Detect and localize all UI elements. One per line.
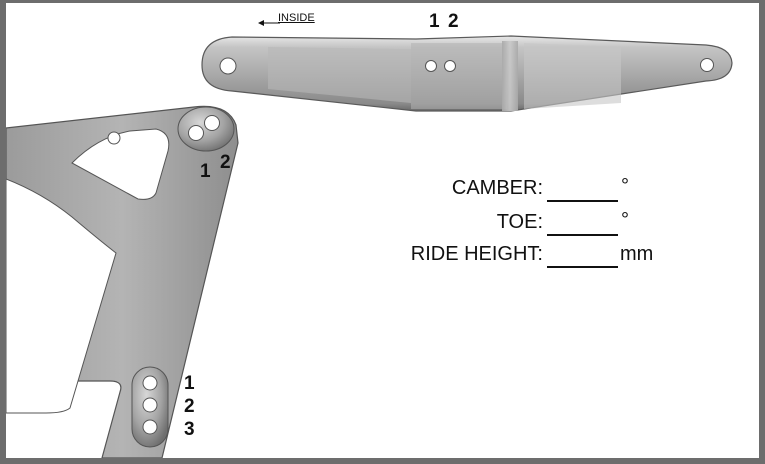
setup-sheet-panel: INSIDE 1 2 1 2 1 2 3 CAMBER: ° TOE: ° RI… bbox=[6, 3, 759, 458]
camber-unit: ° bbox=[621, 175, 629, 197]
camber-field-row: CAMBER: bbox=[6, 177, 543, 203]
camber-label: CAMBER: bbox=[451, 177, 543, 199]
ride-height-unit: mm bbox=[620, 243, 654, 265]
toe-input[interactable] bbox=[547, 213, 618, 236]
inside-label: INSIDE bbox=[278, 12, 315, 24]
top-link-hole-1-label: 1 bbox=[429, 11, 440, 32]
toe-field-row: TOE: bbox=[6, 211, 543, 237]
lower-hole-1-label: 1 bbox=[184, 373, 195, 394]
camber-link bbox=[201, 35, 733, 112]
camber-input[interactable] bbox=[547, 179, 618, 202]
top-link-hole-2-label: 2 bbox=[448, 11, 459, 32]
ride-height-label: RIDE HEIGHT: bbox=[410, 243, 543, 265]
toe-unit: ° bbox=[621, 209, 629, 231]
lower-hole-3-label: 3 bbox=[184, 419, 195, 440]
lower-hole-2-label: 2 bbox=[184, 396, 195, 417]
upper-hole-1-label: 1 bbox=[200, 161, 211, 182]
upright-opening bbox=[6, 178, 117, 414]
ride-height-input[interactable] bbox=[547, 245, 618, 268]
ride-height-field-row: RIDE HEIGHT: bbox=[6, 243, 543, 269]
upper-hole-2-label: 2 bbox=[220, 152, 231, 173]
inside-arrow-icon bbox=[258, 20, 280, 26]
toe-label: TOE: bbox=[496, 211, 543, 233]
